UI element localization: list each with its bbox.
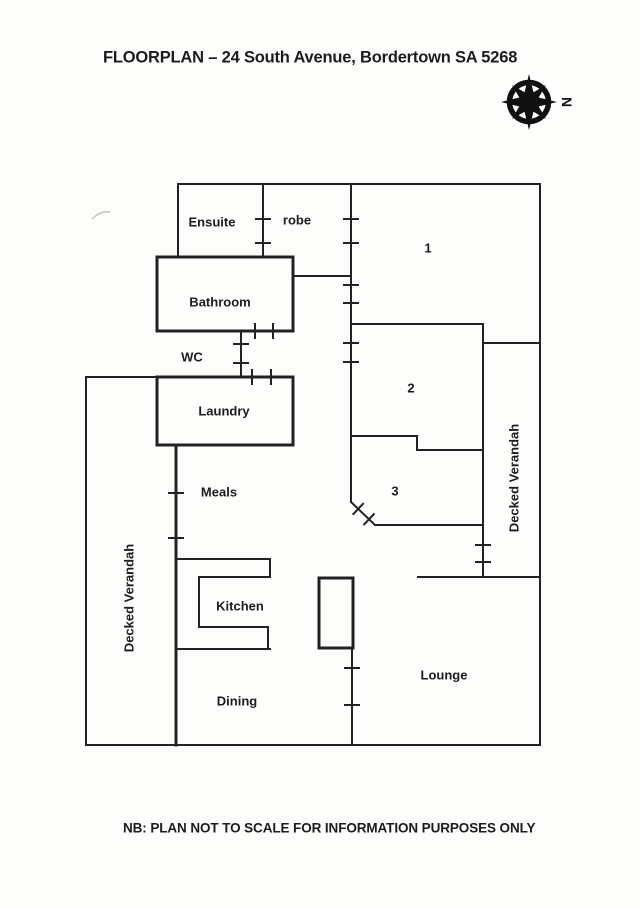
footnote: NB: PLAN NOT TO SCALE FOR INFORMATION PU… (123, 820, 536, 836)
room-label-laundry: Laundry (198, 403, 250, 419)
room-label-bathroom: Bathroom (189, 294, 251, 310)
bathroom-box (155, 255, 295, 333)
room3-diagonal-wall (349, 500, 377, 527)
door-tick (362, 512, 376, 526)
room-label-lounge: Lounge (420, 667, 468, 683)
room-label-bedroom-1: 1 (424, 240, 432, 256)
room-label-bedroom-3: 3 (391, 483, 399, 499)
room-label-wc: WC (181, 349, 203, 365)
door-tick (351, 502, 365, 516)
page-title: FLOORPLAN – 24 South Avenue, Bordertown … (103, 48, 518, 67)
wall-boxes (155, 255, 355, 650)
door-ticks (168, 218, 491, 706)
scan-artifact (91, 210, 111, 220)
room-label-bedroom-2: 2 (407, 380, 415, 396)
room-label-ensuite: Ensuite (188, 214, 236, 230)
room-label-meals: Meals (200, 484, 238, 500)
compass-star-diagonal (512, 85, 546, 119)
room-label-decked-verandah-left: Decked Verandah (121, 543, 137, 653)
room-label-robe: robe (282, 212, 312, 228)
wall-lines (85, 183, 541, 747)
room-label-kitchen: Kitchen (216, 598, 264, 614)
compass-north-label: N (559, 97, 575, 107)
island-bench (317, 576, 355, 650)
laundry-box (155, 375, 295, 447)
room-label-dining: Dining (216, 693, 258, 709)
compass-icon: N (501, 74, 575, 130)
room-label-decked-verandah-right: Decked Verandah (506, 423, 522, 533)
